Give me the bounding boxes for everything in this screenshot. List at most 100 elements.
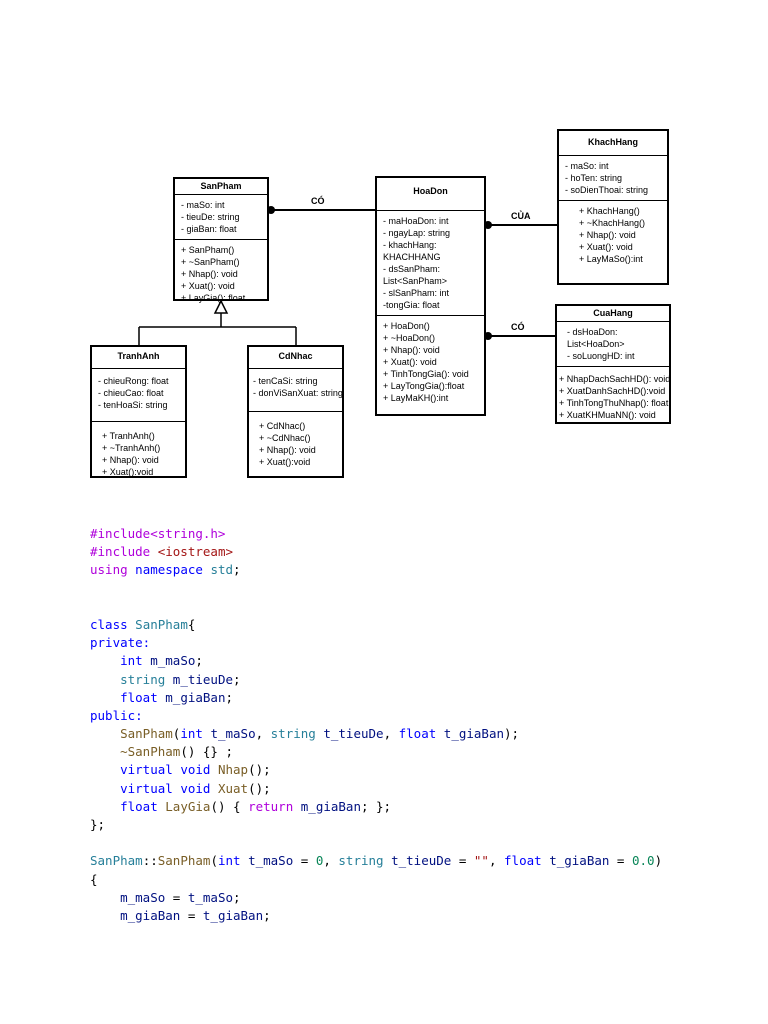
attribute: - chieuCao: float bbox=[98, 388, 164, 398]
class-name: SanPham bbox=[175, 179, 267, 195]
class-box-cdnhac: CdNhac - tenCaSi: string - donViSanXuat:… bbox=[247, 345, 344, 478]
code-token: string bbox=[338, 853, 384, 869]
method: + Xuat():void bbox=[102, 467, 154, 477]
methods-section: + TranhAnh() + ~TranhAnh() + Nhap(): voi… bbox=[92, 422, 185, 486]
code-line: SanPham::SanPham(int t_maSo = 0, string … bbox=[90, 852, 662, 870]
code-token: 0.0 bbox=[631, 853, 655, 869]
code-line: ~SanPham() {} ; bbox=[90, 743, 662, 761]
code-token: string bbox=[120, 671, 166, 687]
code-line: #include<string.h> bbox=[90, 525, 662, 543]
code-token: , bbox=[323, 853, 339, 869]
code-token: ; bbox=[263, 907, 271, 923]
code-token: virtual bbox=[120, 762, 173, 778]
method: + Nhap(): void bbox=[259, 445, 316, 455]
method: + ~TranhAnh() bbox=[102, 443, 161, 453]
code-token: :: bbox=[142, 853, 158, 869]
code-token: (); bbox=[248, 762, 271, 778]
code-token: t_giaBan bbox=[549, 853, 610, 869]
attribute: - maSo: int bbox=[565, 161, 609, 171]
code-token bbox=[241, 853, 249, 868]
code-token: t_giaBan bbox=[202, 907, 264, 923]
code-token: (); bbox=[248, 780, 271, 796]
methods-section: + CdNhac() + ~CdNhac() + Nhap(): void + … bbox=[249, 412, 342, 476]
code-line bbox=[90, 598, 662, 616]
method: + LayMaSo():int bbox=[579, 254, 643, 264]
code-token: int bbox=[180, 726, 203, 742]
code-token bbox=[90, 672, 120, 687]
code-line: int m_maSo; bbox=[90, 652, 662, 670]
class-box-cuahang: CuaHang - dsHoaDon: List<HoaDon> - soLuo… bbox=[555, 304, 671, 424]
code-token bbox=[90, 690, 120, 705]
class-box-khachhang: KhachHang - maSo: int - hoTen: string - … bbox=[557, 129, 669, 285]
code-token: m_maSo bbox=[150, 653, 196, 669]
code-token: ); bbox=[504, 726, 520, 742]
code-token: = bbox=[165, 889, 188, 905]
code-token: Xuat bbox=[217, 780, 249, 796]
code-token: void bbox=[180, 780, 211, 796]
code-token bbox=[90, 762, 120, 777]
code-line: float LayGia() { return m_giaBan; }; bbox=[90, 798, 662, 816]
relation-label-co-2: CÓ bbox=[511, 322, 525, 332]
code-line: }; bbox=[90, 816, 662, 834]
code-token: t_tieuDe bbox=[323, 726, 384, 742]
code-token: ; bbox=[233, 562, 241, 578]
code-token: t_giaBan bbox=[443, 726, 505, 742]
code-token: { bbox=[187, 616, 196, 632]
attribute: - tieuDe: string bbox=[181, 212, 240, 222]
attributes-section: - dsHoaDon: List<HoaDon> - soLuongHD: in… bbox=[557, 322, 669, 367]
code-token: = bbox=[180, 907, 203, 923]
code-token: { bbox=[90, 871, 98, 887]
attribute: - khachHang: KHACHHANG bbox=[383, 240, 441, 262]
code-token bbox=[384, 853, 392, 868]
code-line: virtual void Xuat(); bbox=[90, 780, 662, 798]
code-token: ; bbox=[225, 689, 234, 705]
code-token: m_maSo bbox=[120, 889, 166, 905]
code-token: ( bbox=[210, 853, 218, 869]
method: + Nhap(): void bbox=[181, 269, 238, 279]
methods-section: + KhachHang() + ~KhachHang() + Nhap(): v… bbox=[559, 201, 667, 269]
attributes-section: - tenCaSi: string - donViSanXuat: string bbox=[249, 369, 343, 412]
attributes-section: - chieuRong: float - chieuCao: float - t… bbox=[92, 369, 185, 422]
code-token: int bbox=[120, 653, 143, 669]
code-token: m_giaBan bbox=[120, 907, 181, 923]
code-token: class bbox=[90, 616, 128, 632]
attributes-section: - maSo: int - hoTen: string - soDienThoa… bbox=[559, 156, 667, 201]
code-line: #include <iostream> bbox=[90, 543, 662, 561]
method: + CdNhac() bbox=[259, 421, 306, 431]
code-token: SanPham bbox=[90, 853, 143, 869]
method: + ~HoaDon() bbox=[383, 333, 436, 343]
code-token: virtual bbox=[120, 780, 173, 796]
code-line: m_maSo = t_maSo; bbox=[90, 889, 662, 907]
attribute: - giaBan: float bbox=[181, 224, 237, 234]
code-token: float bbox=[398, 726, 437, 742]
method: + Xuat(): void bbox=[181, 281, 235, 291]
method: + ~SanPham() bbox=[181, 257, 240, 267]
code-token: namespace bbox=[135, 562, 203, 578]
method: + LayMaKH():int bbox=[383, 393, 449, 403]
code-token: SanPham bbox=[157, 853, 211, 869]
code-token: m_giaBan bbox=[300, 798, 361, 814]
code-token: int bbox=[217, 853, 241, 869]
code-token: ( bbox=[172, 726, 181, 742]
code-token bbox=[165, 672, 173, 687]
code-token: }; bbox=[90, 817, 106, 832]
code-token: () {} ; bbox=[180, 744, 234, 760]
code-listing: #include<string.h>#include <iostream>usi… bbox=[90, 525, 662, 925]
class-name: CuaHang bbox=[557, 306, 669, 322]
code-token: t_maSo bbox=[210, 726, 256, 742]
code-token: = bbox=[451, 853, 474, 869]
attribute: - hoTen: string bbox=[565, 173, 623, 183]
code-line: m_giaBan = t_giaBan; bbox=[90, 907, 662, 925]
code-line: { bbox=[90, 871, 662, 889]
code-token: return bbox=[248, 798, 294, 814]
code-line: using namespace std; bbox=[90, 561, 662, 579]
code-token: , bbox=[255, 726, 271, 742]
code-token: #include bbox=[90, 544, 158, 560]
attribute: - ngayLap: string bbox=[383, 228, 451, 238]
relation-label-co-1: CÓ bbox=[311, 196, 325, 206]
method: + Xuat(): void bbox=[383, 357, 437, 367]
code-token: float bbox=[504, 853, 542, 869]
code-token: LayGia bbox=[165, 798, 211, 814]
method: + LayTongGia():float bbox=[383, 381, 465, 391]
code-token: float bbox=[120, 798, 158, 814]
